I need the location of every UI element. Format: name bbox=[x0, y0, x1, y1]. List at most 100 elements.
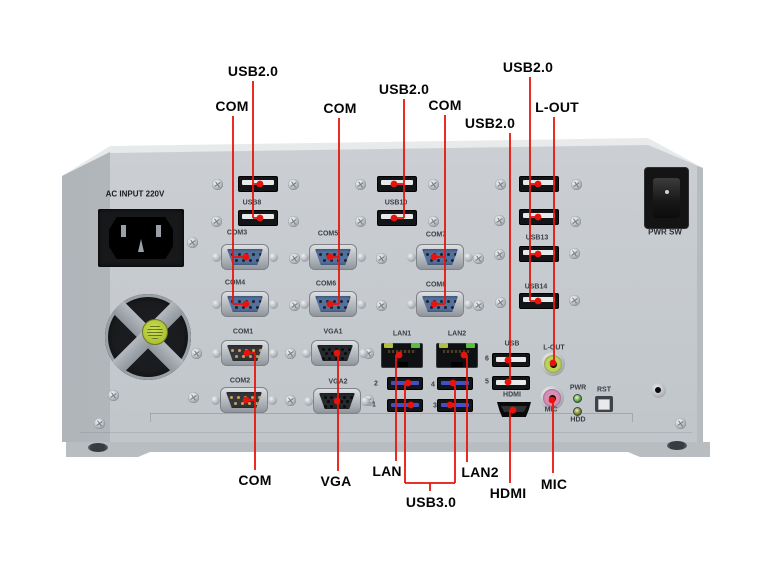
leader-dot bbox=[534, 213, 542, 221]
panel-label-lan2: LAN2 bbox=[447, 330, 467, 338]
panel-label-hdd: HDD bbox=[570, 416, 586, 424]
screw bbox=[288, 252, 300, 264]
callout-label-l-out: L-OUT bbox=[535, 99, 579, 115]
screw bbox=[287, 215, 299, 227]
panel-label-4: 4 bbox=[431, 381, 435, 389]
db9-pin bbox=[426, 252, 429, 256]
db9-pin bbox=[247, 401, 251, 405]
jackscrew bbox=[361, 396, 370, 406]
db9-pin bbox=[251, 395, 254, 399]
screw bbox=[568, 247, 580, 259]
screw bbox=[190, 347, 202, 359]
db9-pin bbox=[255, 354, 259, 358]
screw bbox=[187, 391, 199, 403]
callout-label-usb2-0: USB2.0 bbox=[502, 59, 554, 75]
db9-pin bbox=[322, 305, 326, 309]
jackscrew bbox=[212, 299, 221, 309]
c14-pin bbox=[138, 239, 144, 252]
screw bbox=[288, 299, 300, 311]
vga-hole bbox=[349, 395, 353, 399]
db9-pin bbox=[238, 348, 241, 352]
db9-pin bbox=[241, 305, 245, 309]
db9-pin bbox=[252, 252, 255, 256]
panel-label-1: 1 bbox=[372, 401, 376, 409]
callout-label-vga: VGA bbox=[320, 473, 352, 489]
screw bbox=[472, 299, 484, 311]
db9-pin bbox=[319, 252, 322, 256]
db9-pin bbox=[440, 299, 443, 303]
db9-pin bbox=[234, 305, 238, 309]
panel-label-mic: MIC bbox=[544, 406, 558, 414]
leader-dot bbox=[333, 349, 341, 357]
panel-label-lan1: LAN1 bbox=[392, 330, 412, 338]
panel-label-com1: COM1 bbox=[232, 328, 254, 336]
screw bbox=[568, 294, 580, 306]
hdd-led bbox=[572, 406, 582, 416]
db9-pin bbox=[440, 252, 443, 256]
db9-pin bbox=[248, 258, 252, 262]
callout-label-com: COM bbox=[323, 100, 357, 116]
leader-dot bbox=[407, 401, 415, 409]
sticker-marks bbox=[147, 325, 163, 339]
db9-pin bbox=[241, 258, 245, 262]
vga-hole bbox=[328, 347, 331, 351]
jackscrew bbox=[357, 252, 366, 262]
vga-hole bbox=[343, 395, 346, 399]
vga-hole bbox=[334, 356, 338, 360]
leader-dot bbox=[534, 180, 542, 188]
db9-pin bbox=[258, 395, 261, 399]
panel-label-usb: USB bbox=[504, 340, 520, 348]
callout-label-usb3-0: USB3.0 bbox=[405, 494, 457, 510]
panel-label-usb10: USB10 bbox=[384, 199, 408, 207]
leader-dot bbox=[242, 253, 250, 261]
db9-pin bbox=[255, 258, 259, 262]
screw bbox=[375, 252, 387, 264]
screw bbox=[427, 215, 439, 227]
dsub-shell bbox=[309, 291, 357, 317]
c14-socket bbox=[109, 217, 173, 259]
db9-pin bbox=[326, 299, 329, 303]
vga-hole bbox=[330, 395, 333, 399]
db9-pin bbox=[252, 348, 255, 352]
reset-button bbox=[595, 396, 613, 412]
db9-pin bbox=[443, 305, 447, 309]
db9-pin bbox=[447, 252, 450, 256]
jackscrew bbox=[269, 299, 278, 309]
callout-label-lan2: LAN2 bbox=[461, 464, 499, 480]
leader-dot bbox=[390, 180, 398, 188]
db9-pin bbox=[450, 305, 454, 309]
leader-dot bbox=[243, 349, 251, 357]
jackscrew bbox=[359, 348, 368, 358]
leader-dot bbox=[504, 378, 512, 386]
lan-contacts bbox=[388, 350, 416, 353]
callout-label-usb2-0: USB2.0 bbox=[464, 115, 516, 131]
round-jack-hole bbox=[650, 382, 666, 398]
panel-label-usb13: USB13 bbox=[525, 234, 549, 242]
panel-seam bbox=[150, 413, 151, 422]
panel-label-rst: RST bbox=[597, 386, 611, 394]
port-com1 bbox=[212, 339, 278, 367]
mounting-hole bbox=[88, 443, 108, 452]
db9-pin bbox=[454, 299, 457, 303]
db9-pin bbox=[429, 258, 433, 262]
callout-label-hdmi: HDMI bbox=[489, 485, 527, 501]
screw bbox=[362, 347, 374, 359]
leader-dot bbox=[430, 253, 438, 261]
db9-pin bbox=[436, 305, 440, 309]
panel-label-pwr: PWR bbox=[569, 384, 587, 392]
jackscrew bbox=[269, 252, 278, 262]
screw bbox=[472, 252, 484, 264]
panel-seam bbox=[80, 432, 692, 433]
jackscrew bbox=[269, 348, 278, 358]
panel-label-usb14: USB14 bbox=[524, 283, 548, 291]
db9-pin bbox=[259, 252, 262, 256]
screw bbox=[210, 215, 222, 227]
callout-label-mic: MIC bbox=[540, 476, 568, 492]
jackscrew bbox=[211, 395, 220, 405]
screw bbox=[493, 214, 505, 226]
screw bbox=[93, 417, 105, 429]
callout-label-usb2-0: USB2.0 bbox=[227, 63, 279, 79]
leader-dot bbox=[395, 351, 403, 359]
db9-pin bbox=[426, 299, 429, 303]
